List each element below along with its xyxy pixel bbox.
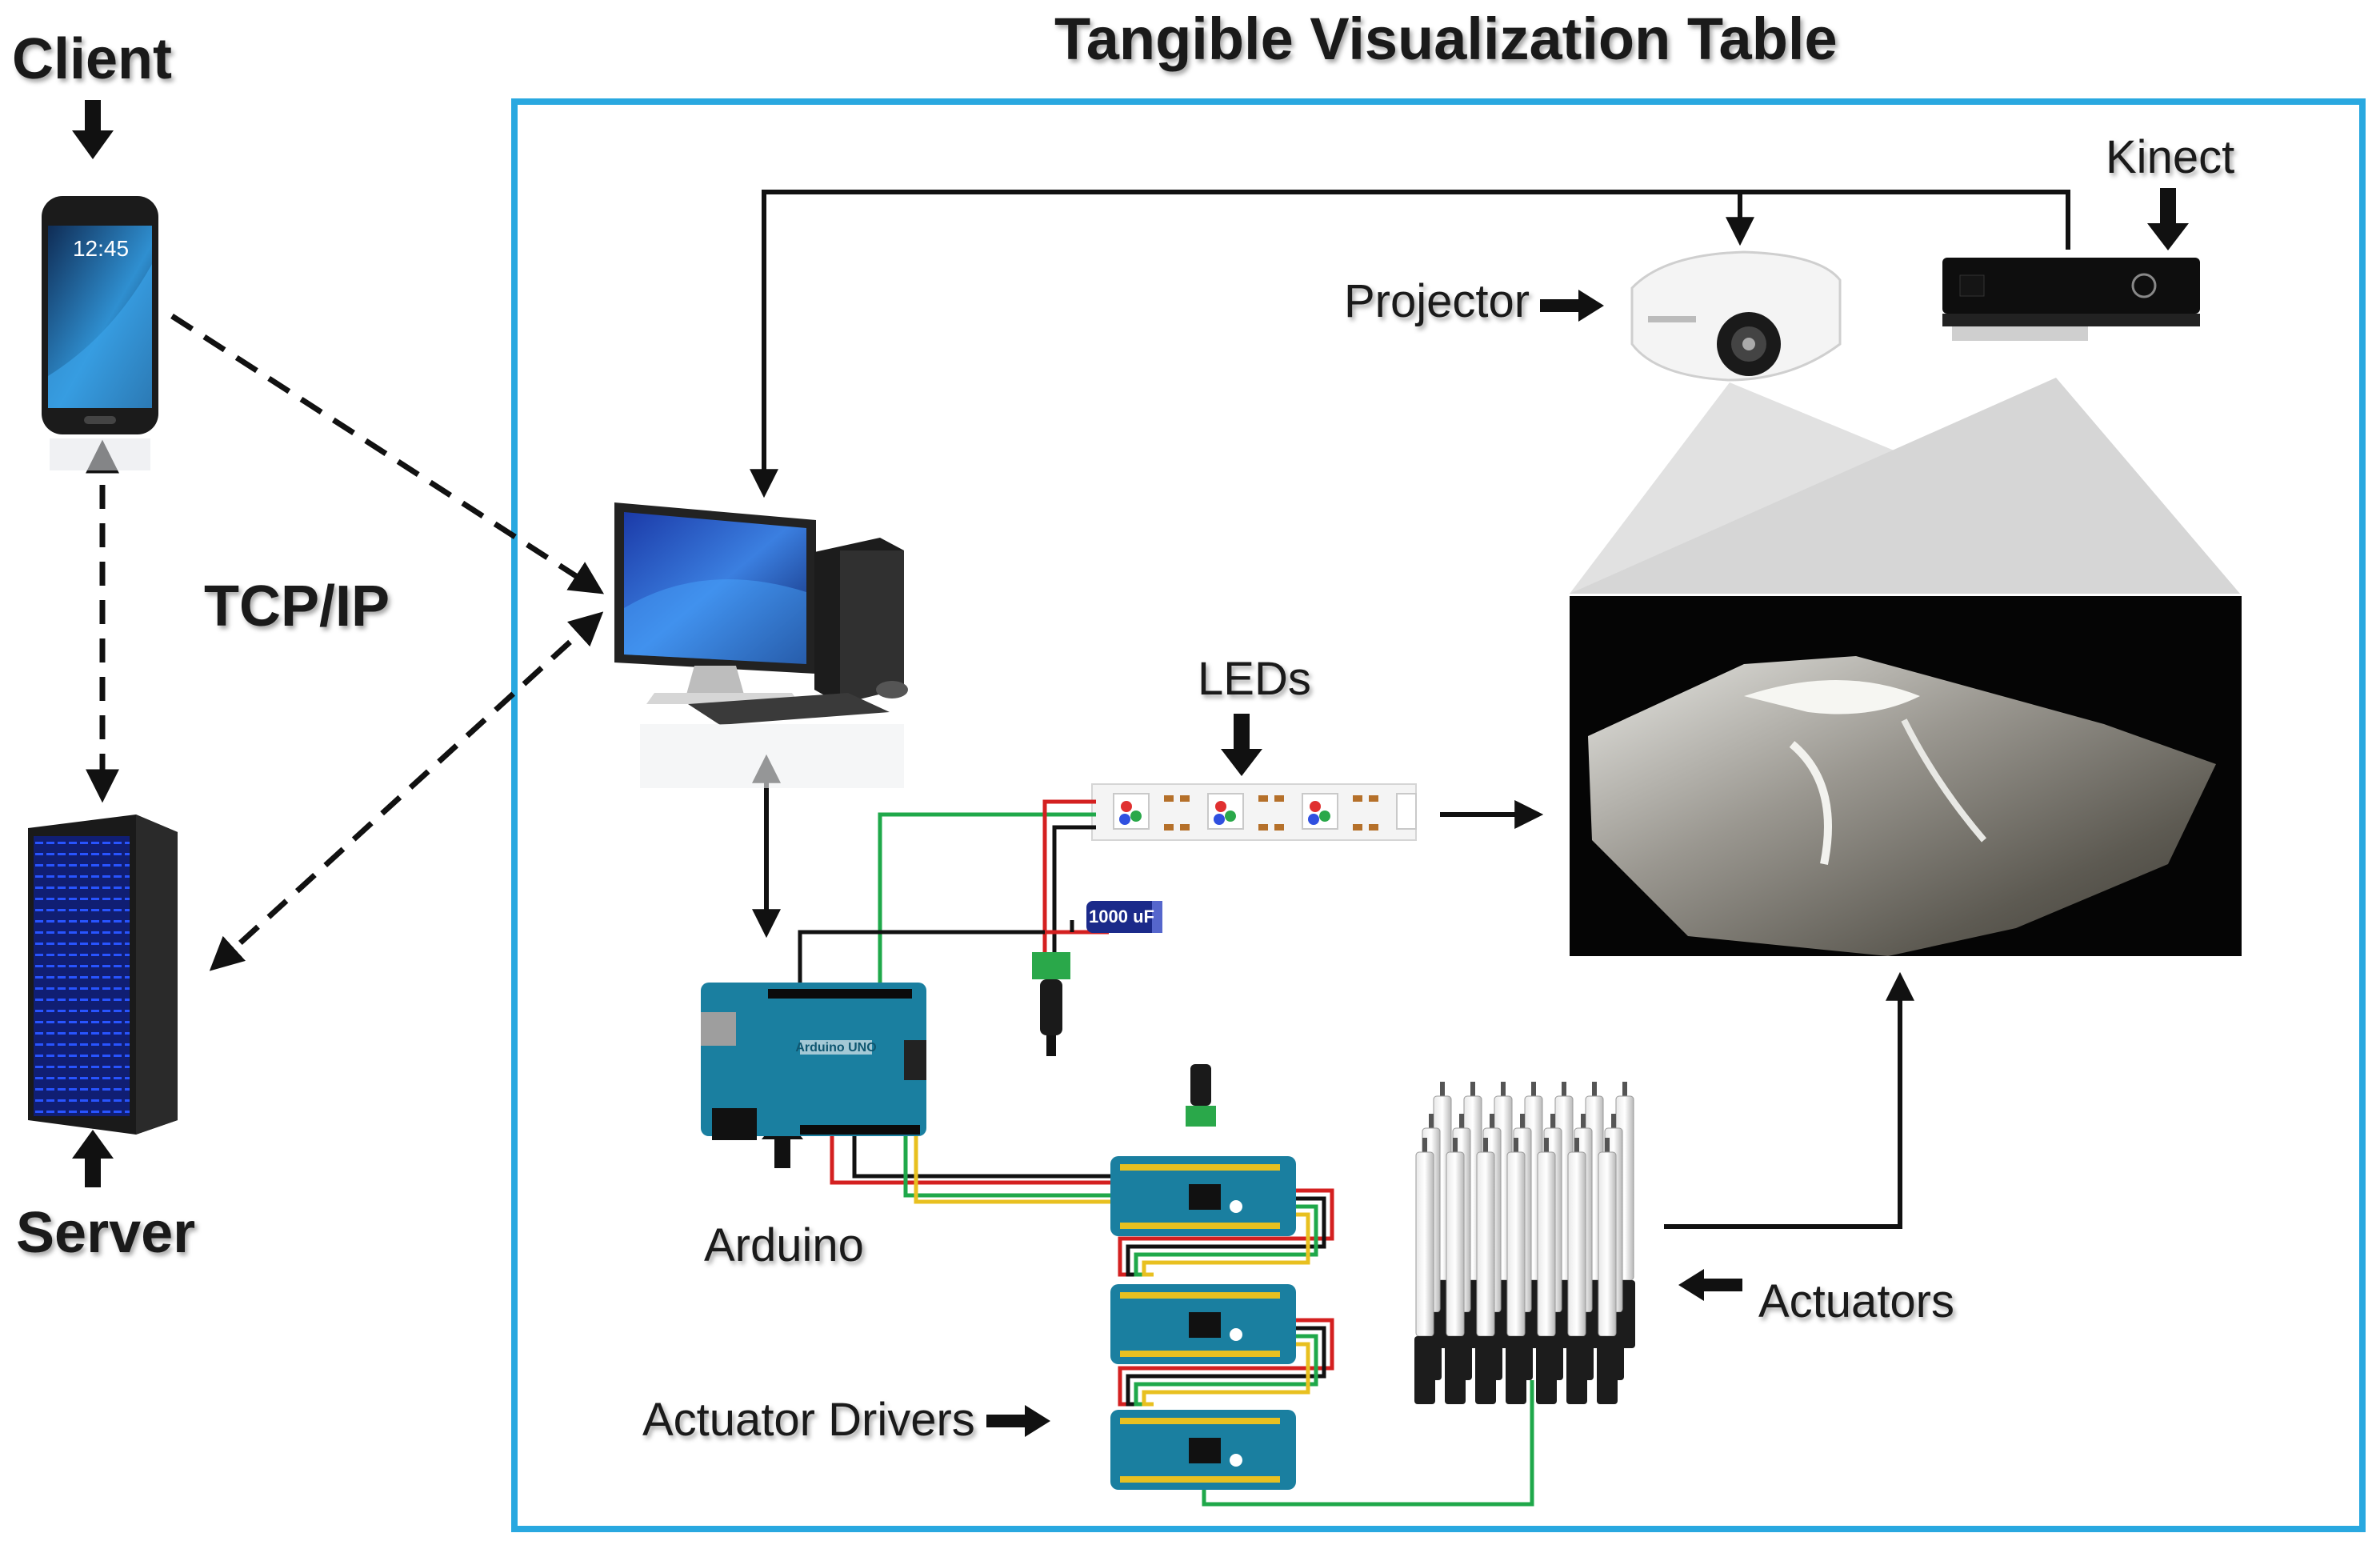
actuator-rod — [1611, 1114, 1616, 1130]
driver-power-jack-icon — [1186, 1064, 1216, 1127]
actuator-motor — [1475, 1336, 1496, 1404]
computer-projector-kinect-bus — [750, 190, 2070, 498]
leds-label: LEDs — [1198, 653, 1311, 705]
actuator-rod — [1544, 1138, 1549, 1154]
actuator-body — [1415, 1151, 1434, 1337]
actuator-motor — [1536, 1336, 1557, 1404]
smartphone-icon: 12:45 — [42, 196, 158, 470]
phone-clock-text: 12:45 — [73, 236, 129, 261]
server-label: Server — [16, 1201, 196, 1265]
projector-icon — [1630, 250, 1842, 382]
desktop-computer-icon — [614, 502, 908, 788]
actuator-rod — [1440, 1082, 1445, 1098]
tcpip-links — [86, 314, 605, 971]
actuators-label: Actuators — [1758, 1275, 1954, 1327]
driver-chain-wires — [1118, 1188, 1334, 1407]
pwm-driver-board-1 — [1110, 1156, 1296, 1236]
actuator-rod — [1483, 1138, 1488, 1154]
actuator-rod — [1531, 1082, 1536, 1098]
actuator-rod — [1429, 1114, 1434, 1130]
label-pointer-arrows — [72, 100, 2189, 1437]
linear-actuator-array — [1414, 1082, 1635, 1404]
actuator-rod — [1592, 1082, 1597, 1098]
actuator-rod — [1501, 1082, 1506, 1098]
actuator-motor — [1566, 1336, 1587, 1404]
actuator-rod — [1422, 1138, 1427, 1154]
actuator-body — [1446, 1151, 1465, 1337]
projection-cones — [1570, 378, 2240, 594]
actuator-rod — [1605, 1138, 1610, 1154]
dc-jack-icon — [1032, 952, 1070, 1056]
power-data-wires — [798, 799, 1534, 1507]
kinect-icon — [1942, 258, 2200, 341]
actuator-body — [1537, 1151, 1556, 1337]
actuator-body — [1567, 1151, 1586, 1337]
client-label: Client — [12, 27, 173, 91]
led-strip-icon — [1091, 783, 1417, 841]
actuator-motor — [1445, 1336, 1466, 1404]
server-rack-icon — [28, 815, 178, 1135]
arduino-label: Arduino — [704, 1219, 864, 1271]
pwm-driver-board-3 — [1110, 1410, 1296, 1490]
terrain-surface — [1570, 596, 2242, 956]
arduino-board-icon: Arduino UNO — [701, 983, 926, 1140]
actuator-rod — [1453, 1138, 1458, 1154]
kinect-label: Kinect — [2106, 131, 2235, 183]
actuator-rod — [1562, 1082, 1566, 1098]
actuator-motor — [1597, 1336, 1618, 1404]
actuator-body — [1476, 1151, 1495, 1337]
actuator-rod — [1574, 1138, 1579, 1154]
actuator-body — [1598, 1151, 1617, 1337]
actuator-rod — [1490, 1114, 1494, 1130]
actuator-rod — [1622, 1082, 1627, 1098]
actuator-motor — [1414, 1336, 1435, 1404]
projector-label: Projector — [1344, 275, 1530, 327]
diagram-title: Tangible Visualization Table — [1054, 6, 1838, 72]
actuator-motor — [1506, 1336, 1526, 1404]
actuator-rod — [1550, 1114, 1555, 1130]
actuator-rod — [1520, 1114, 1525, 1130]
actuator-drivers-label: Actuator Drivers — [642, 1394, 975, 1446]
actuator-body — [1506, 1151, 1526, 1337]
arduino-board-text: Arduino UNO — [795, 1041, 876, 1055]
actuators-to-terrain-link — [1664, 971, 1914, 1229]
pwm-driver-board-2 — [1110, 1284, 1296, 1364]
actuator-rod — [1470, 1082, 1475, 1098]
capacitor-value-text: 1000 uF — [1089, 907, 1154, 927]
actuator-rod — [1581, 1114, 1586, 1130]
tcpip-label: TCP/IP — [204, 574, 390, 638]
actuator-rod — [1459, 1114, 1464, 1130]
capacitor-icon: 1000 uF — [1086, 901, 1162, 933]
actuator-rod — [1514, 1138, 1518, 1154]
